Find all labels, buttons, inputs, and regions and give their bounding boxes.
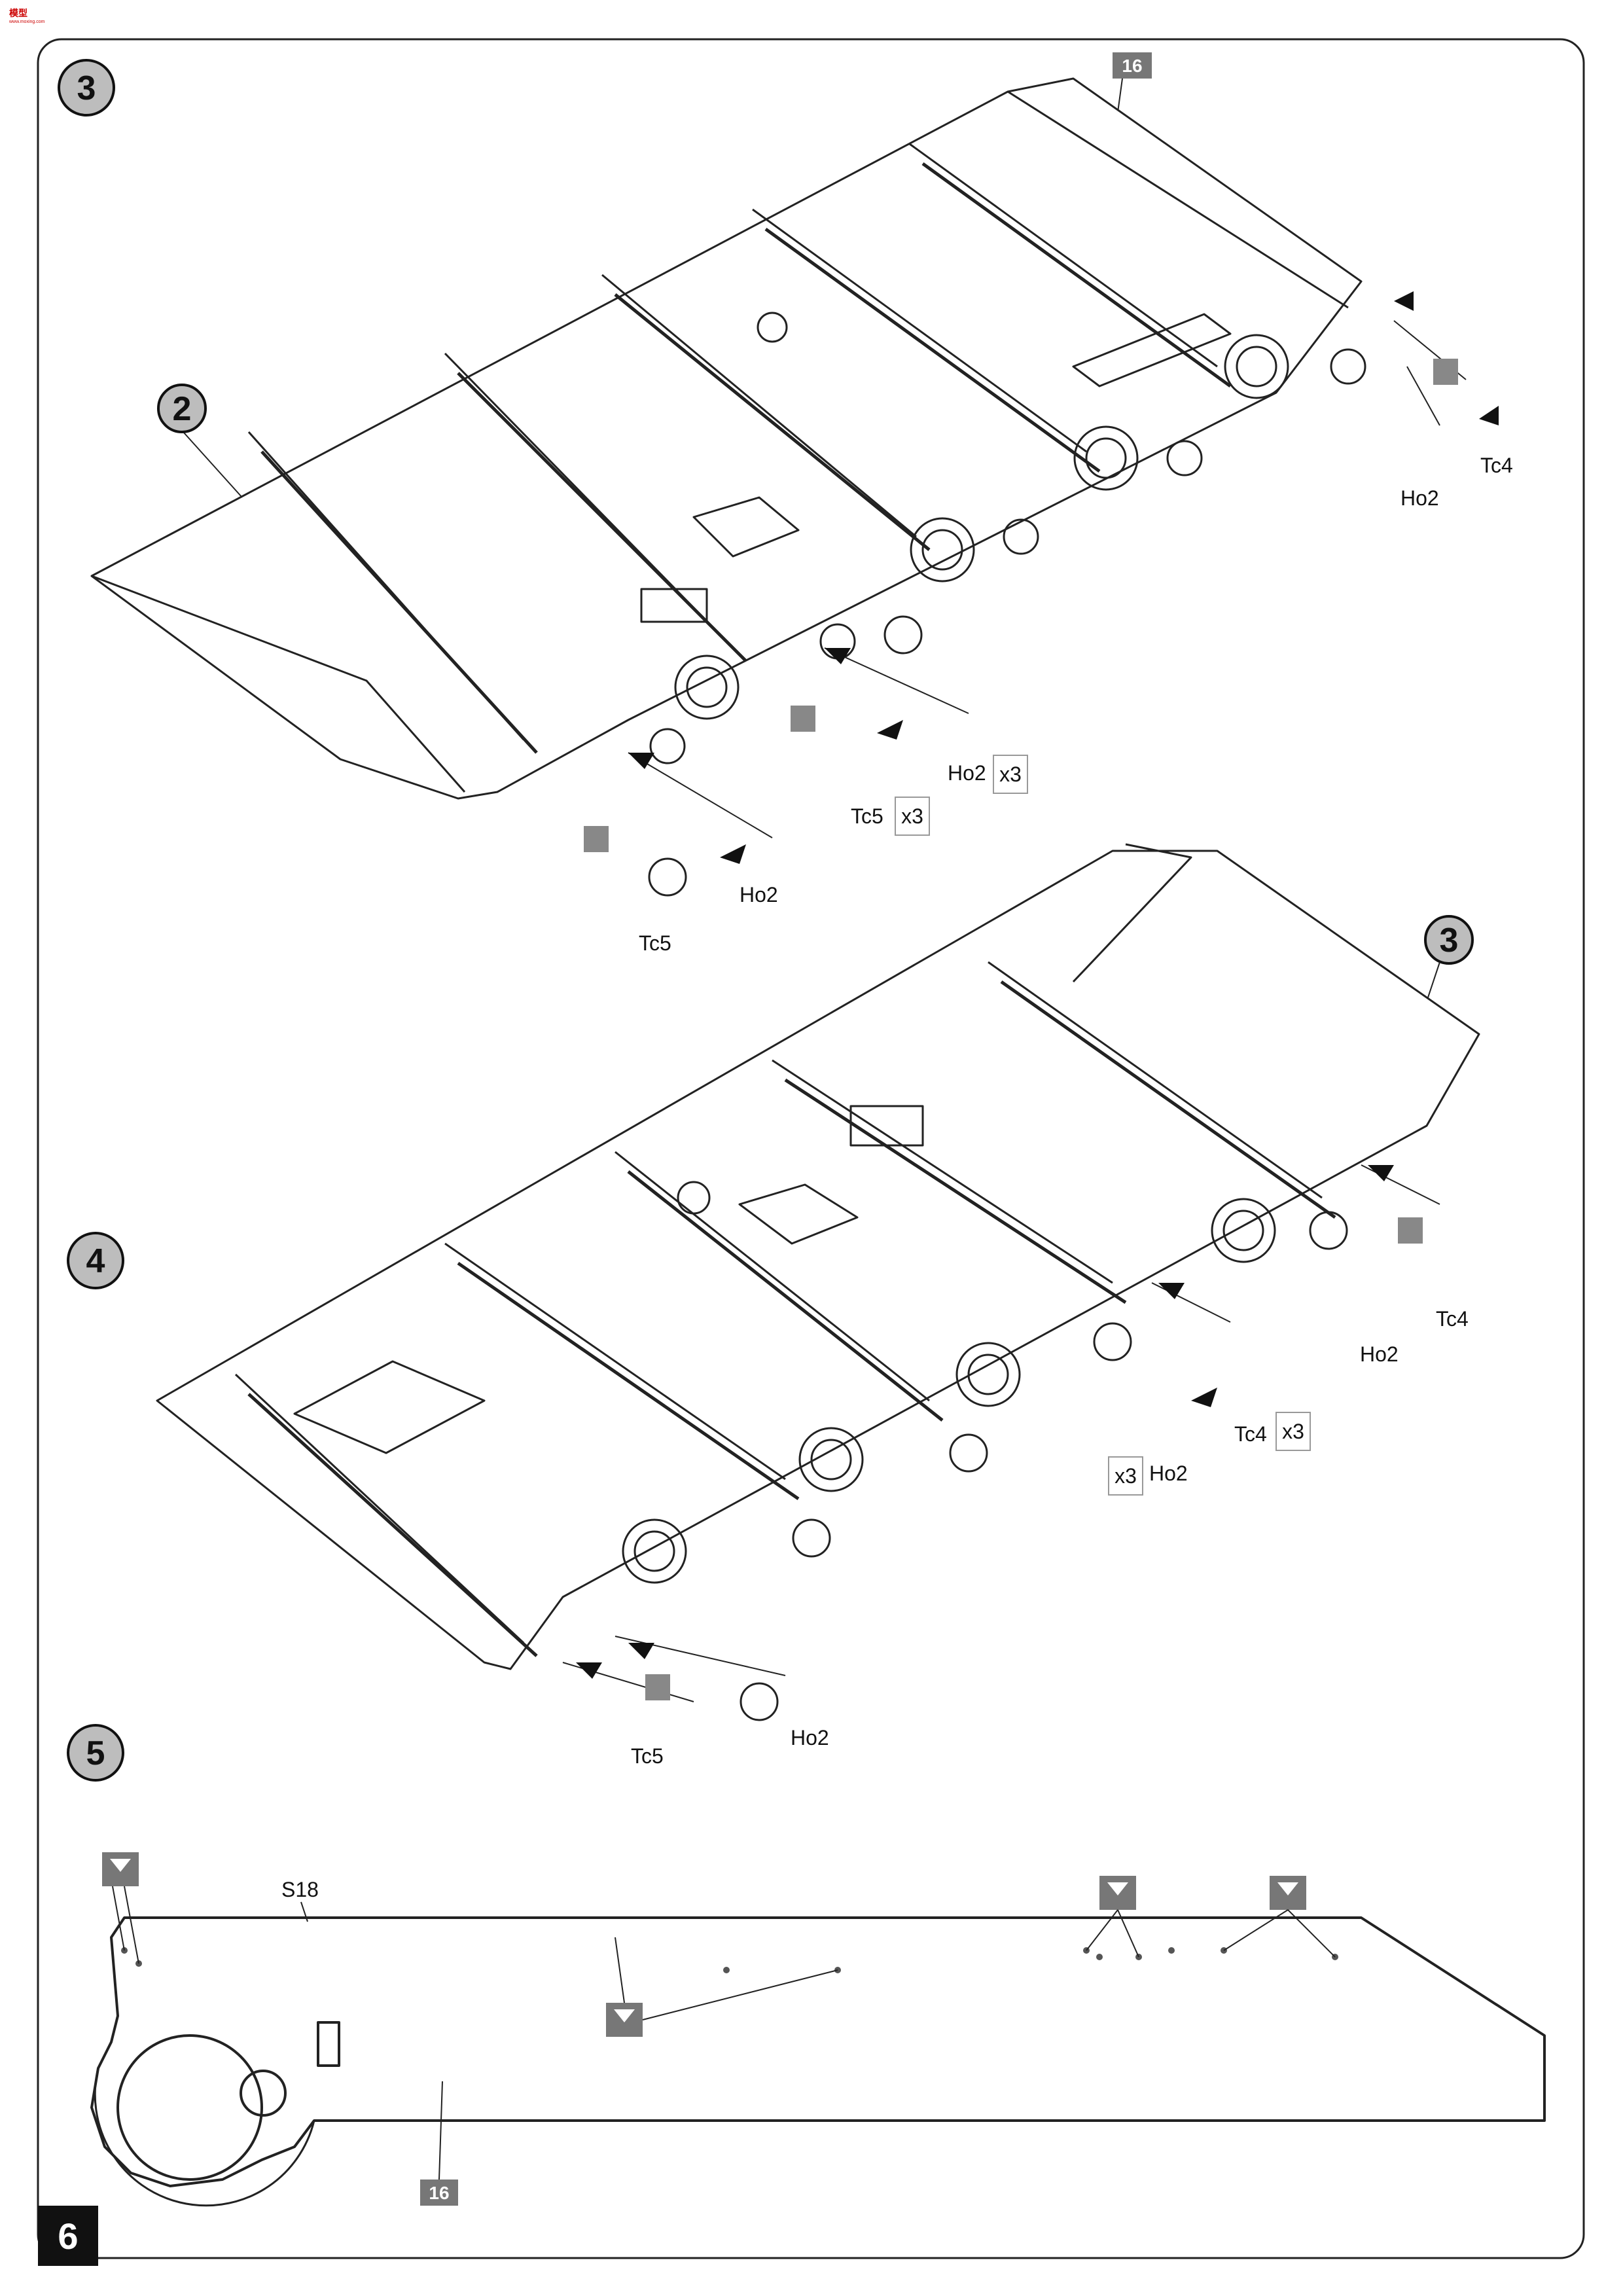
logo-text: 模型 xyxy=(9,8,27,18)
svg-text:x3: x3 xyxy=(999,762,1022,786)
svg-text:x3: x3 xyxy=(901,804,923,828)
step-4-arrows xyxy=(576,1165,1394,1679)
step-3-labels: Tc4 Ho2 Ho2 Tc5 Ho2 Tc5 x3 x3 xyxy=(639,454,1513,955)
step-4-badge: 4 xyxy=(67,1232,124,1289)
label-tc5-step3-a: Tc5 xyxy=(851,804,883,828)
side-plate-s18 xyxy=(90,1916,1546,2207)
sub-reference-3-label: 3 xyxy=(1440,922,1459,960)
step-4-part-icons xyxy=(645,1217,1423,1700)
label-tc4-step3: Tc4 xyxy=(1480,454,1513,477)
page-frame xyxy=(37,38,1585,2259)
drill-marker-2 xyxy=(606,1937,838,2037)
drill-marker-3 xyxy=(1086,1876,1139,1958)
label-ho2-step3-b: Ho2 xyxy=(948,761,986,785)
step-3-badge: 3 xyxy=(58,59,115,117)
multiplier-x3-step4-a: x3 xyxy=(1275,1412,1311,1451)
step-3-part-icons xyxy=(584,359,1458,852)
hull-assembly-step-4 xyxy=(156,843,1480,1721)
label-ho2-step3-a: Ho2 xyxy=(1400,486,1439,510)
hull-assembly-step-3 xyxy=(90,77,1366,897)
logo-subtext: www.moxing.com xyxy=(9,20,45,24)
drill-marker-1 xyxy=(102,1852,139,1964)
step-3-arrows xyxy=(628,291,1499,864)
label-tc5-step3-b: Tc5 xyxy=(639,931,671,955)
label-tc5-step4: Tc5 xyxy=(631,1744,664,1768)
color-tag-16-top-label: 16 xyxy=(1122,56,1142,76)
page-number: 6 xyxy=(38,2206,98,2266)
svg-text:16: 16 xyxy=(429,2183,449,2203)
step-4-number: 4 xyxy=(86,1242,105,1280)
color-tag-16-bottom: 16 xyxy=(420,2081,458,2206)
sub-reference-2: 2 xyxy=(157,384,207,433)
svg-text:x3: x3 xyxy=(1115,1464,1137,1488)
step-5-number: 5 xyxy=(86,1734,105,1772)
step-5-markers xyxy=(102,1852,1336,2037)
multiplier-x3-step3-b: x3 xyxy=(895,797,930,836)
label-s18: S18 xyxy=(281,1878,319,1901)
step-5-badge: 5 xyxy=(67,1724,124,1782)
label-tc4-step4-a: Tc4 xyxy=(1436,1307,1469,1331)
multiplier-x3-step4-b: x3 xyxy=(1108,1456,1143,1496)
step-3-number: 3 xyxy=(77,69,96,107)
label-tc4-step4-b: Tc4 xyxy=(1234,1422,1267,1446)
sub-reference-2-label: 2 xyxy=(173,390,192,428)
label-ho2-step4-a: Ho2 xyxy=(1360,1342,1399,1366)
label-ho2-step4-b: Ho2 xyxy=(1149,1462,1188,1485)
step-5-labels: S18 16 xyxy=(281,1878,458,2206)
drill-marker-4 xyxy=(1223,1876,1336,1958)
label-ho2-step3-c: Ho2 xyxy=(740,883,778,906)
multiplier-x3-step3-a: x3 xyxy=(993,755,1028,794)
label-ho2-step4-c: Ho2 xyxy=(791,1726,829,1749)
publisher-logo: 模型 www.moxing.com xyxy=(4,3,46,24)
svg-text:x3: x3 xyxy=(1282,1420,1304,1443)
step-4-labels: Tc4 Ho2 Tc4 Ho2 Ho2 Tc5 x3 x3 xyxy=(631,1307,1469,1768)
